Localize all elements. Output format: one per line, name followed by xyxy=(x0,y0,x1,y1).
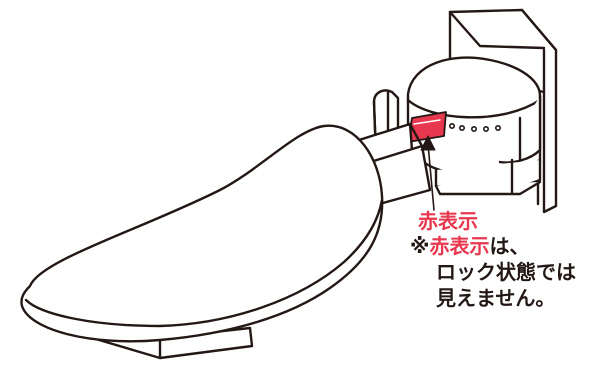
note-highlight: 赤表示 xyxy=(429,234,490,258)
note-line-3: 見えません。 xyxy=(436,286,556,310)
hinge-tick-marks xyxy=(448,123,501,133)
red-indicator xyxy=(407,111,447,143)
armrest-pad xyxy=(20,124,384,343)
hinge-housing xyxy=(406,56,542,196)
note-line-2: ロック状態では xyxy=(436,260,576,284)
note-mark: ※ xyxy=(410,234,430,258)
note-line-1: ※赤表示は、 xyxy=(410,233,576,259)
red-indicator-label: 赤表示 xyxy=(418,209,478,233)
callout-pointer xyxy=(420,135,436,211)
lock-state-note: ※赤表示は、 ロック状態では 見えません。 xyxy=(410,233,576,311)
note-rest: は、 xyxy=(489,234,530,258)
